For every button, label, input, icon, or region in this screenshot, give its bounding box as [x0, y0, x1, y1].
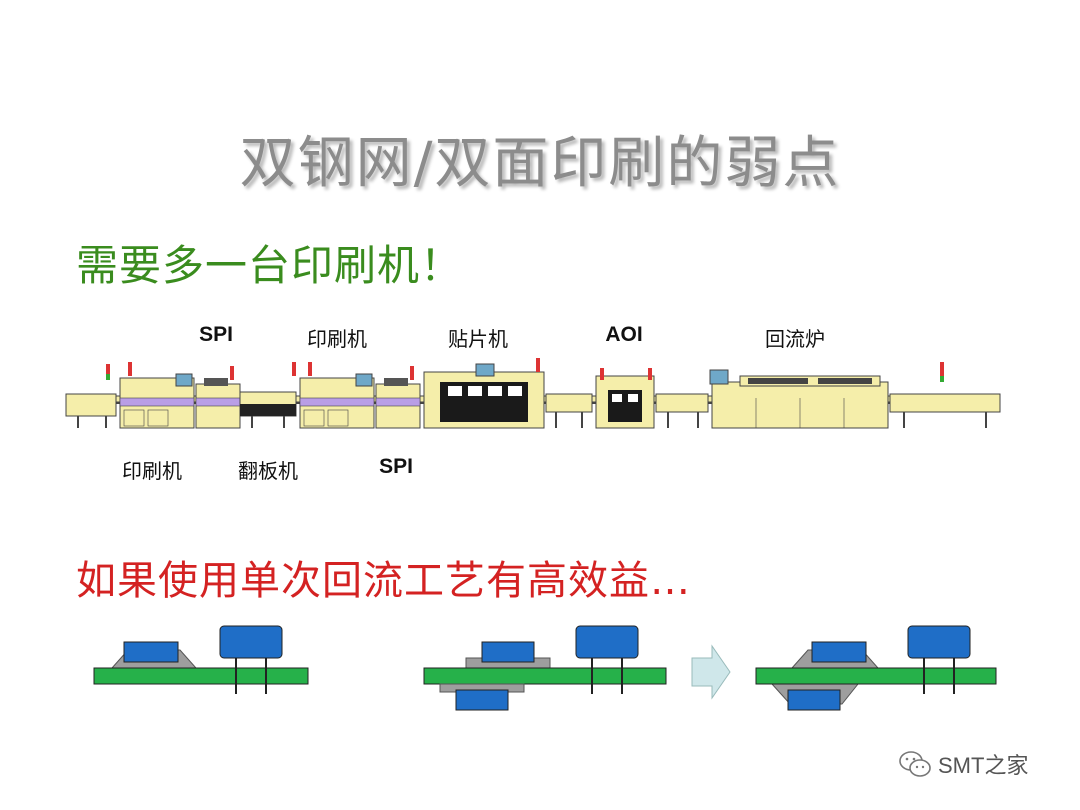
page-title: 双钢网/双面印刷的弱点 [239, 131, 841, 196]
top-smd-component [811, 641, 867, 663]
flipper-machine [239, 362, 297, 428]
buffer-conveyor-1 [545, 393, 593, 428]
bottom-smd-component [787, 689, 841, 711]
placement-machine [423, 358, 545, 429]
through-hole-component [575, 625, 639, 659]
pcb-single-reflow-result [755, 625, 997, 711]
through-hole-component [907, 625, 971, 659]
buffer-conveyor-2 [655, 393, 709, 428]
printer-machine-1 [119, 362, 195, 429]
pcb-double-side [423, 625, 667, 711]
label-placement-machine: 贴片机 [448, 327, 508, 351]
label-aoi: AOI [605, 323, 643, 346]
label-spi-bottom: SPI [379, 455, 413, 478]
aoi-machine [595, 368, 655, 429]
wechat-icon [899, 751, 931, 777]
spi-machine-2 [375, 366, 421, 429]
watermark-text: SMT之家 [938, 753, 1029, 778]
subtitle-extra-printer: 需要多一台印刷机！ [76, 241, 464, 290]
top-smd-component [481, 641, 535, 663]
spi-machine-1 [195, 366, 241, 429]
through-hole-component [219, 625, 283, 659]
pcb-board [93, 667, 309, 685]
pcb-board [423, 667, 667, 685]
pcb-cross-section-diagram [93, 625, 997, 711]
label-reflow-oven: 回流炉 [765, 327, 825, 351]
label-flipper: 翻板机 [238, 459, 298, 483]
right-conveyor [889, 362, 1001, 428]
printer-machine-2 [299, 362, 375, 429]
label-printer-top: 印刷机 [307, 327, 367, 351]
process-arrow-icon [691, 644, 731, 700]
reflow-oven-machine [709, 369, 889, 429]
label-spi-top: SPI [199, 323, 233, 346]
left-conveyor [65, 364, 117, 428]
smt-production-line [65, 358, 1001, 429]
watermark: SMT之家 [898, 748, 1028, 780]
label-printer-bottom: 印刷机 [122, 459, 182, 483]
pcb-single-side [93, 625, 309, 694]
smd-component [123, 641, 179, 663]
bottom-smd-component [455, 689, 509, 711]
subtitle-single-reflow: 如果使用单次回流工艺有高效益… [76, 558, 691, 604]
pcb-board [755, 667, 997, 685]
